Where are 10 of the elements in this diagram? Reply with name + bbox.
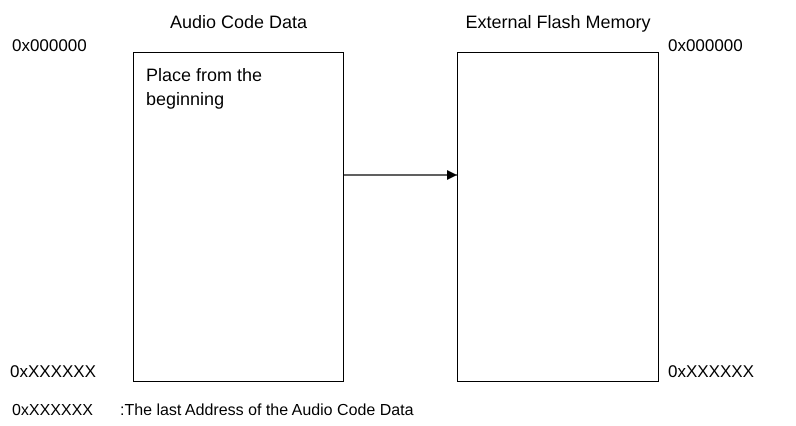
address-label: 0x000000: [12, 36, 87, 56]
address-label: 0xXXXXXX: [12, 402, 93, 420]
block-note: Place from the beginning: [146, 64, 264, 111]
arrow: [344, 170, 457, 180]
address-label: 0xXXXXXX: [10, 362, 96, 382]
address-label: 0xXXXXXX: [668, 362, 754, 382]
block-heading: External Flash Memory: [464, 12, 652, 33]
address-label: 0x000000: [668, 36, 743, 56]
note-text: :The last Address of the Audio Code Data: [120, 402, 414, 420]
block-heading: Audio Code Data: [168, 12, 308, 33]
